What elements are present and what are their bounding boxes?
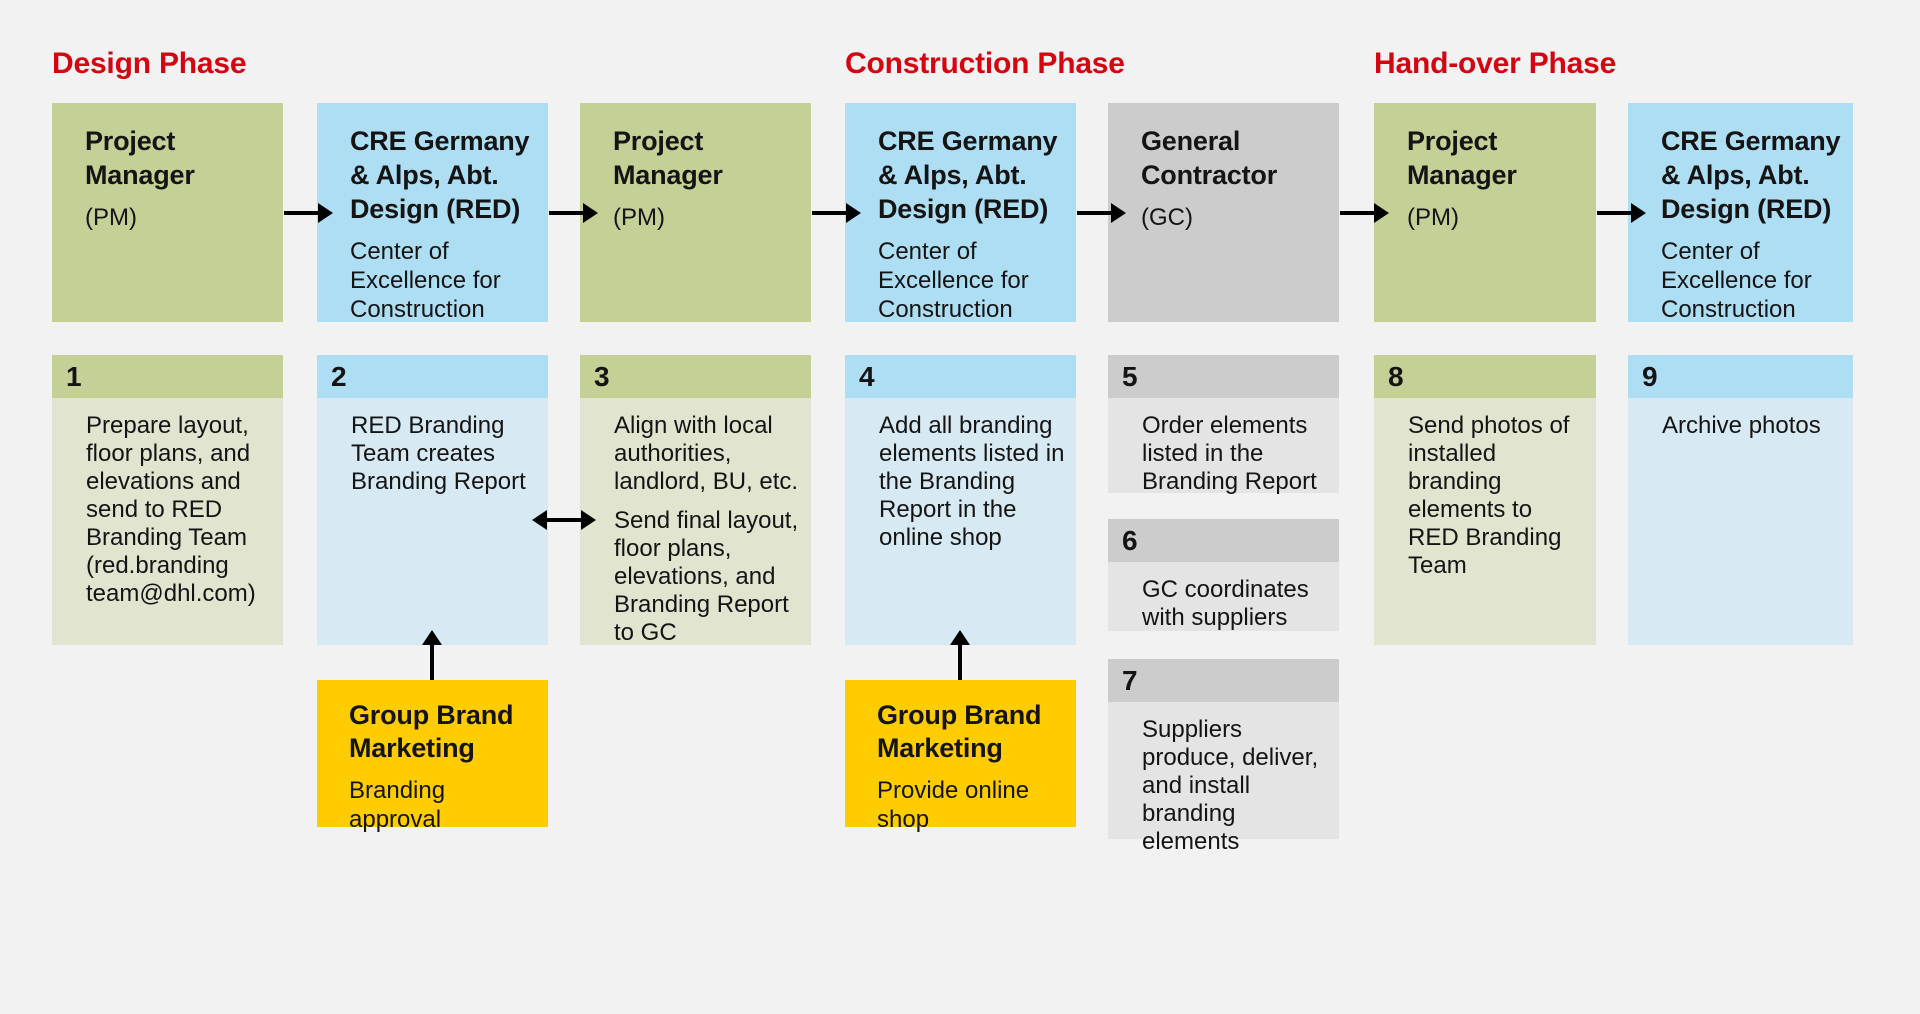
step-paragraph: Align with local authorities, landlord, … bbox=[614, 412, 799, 495]
marketing-subtitle: Branding approval bbox=[349, 777, 446, 833]
role-subtitle: Center of Excellence for Construction bbox=[1661, 238, 1812, 323]
step-box-7: 7 Suppliers produce, deliver, and instal… bbox=[1108, 659, 1339, 855]
role-box-cre-red-handover: CRE Germany & Alps, Abt. Design (RED) Ce… bbox=[1628, 103, 1853, 323]
double-arrow-vertical-icon bbox=[422, 630, 442, 695]
role-title: Project Manager bbox=[613, 126, 723, 190]
phase-title-construction: Construction Phase bbox=[845, 47, 1125, 80]
step-text: Order elements listed in the Branding Re… bbox=[1108, 398, 1339, 496]
role-box-cre-red-design: CRE Germany & Alps, Abt. Design (RED) Ce… bbox=[317, 103, 548, 323]
step-number: 1 bbox=[52, 355, 283, 398]
step-number: 7 bbox=[1108, 659, 1339, 702]
step-number-label: 5 bbox=[1122, 360, 1138, 392]
step-number-label: 4 bbox=[859, 360, 875, 392]
role-title: CRE Germany & Alps, Abt. Design (RED) bbox=[878, 126, 1058, 224]
step-text: Send photos of installed branding elemen… bbox=[1374, 398, 1596, 580]
arrow-right-icon bbox=[812, 203, 861, 223]
step-number-label: 3 bbox=[594, 360, 610, 392]
role-subtitle: (PM) bbox=[613, 204, 665, 231]
step-box-8: 8 Send photos of installed branding elem… bbox=[1374, 355, 1596, 645]
step-text: Add all branding elements listed in the … bbox=[845, 398, 1076, 552]
step-text: RED Branding Team creates Branding Repor… bbox=[317, 398, 548, 496]
step-number-label: 8 bbox=[1388, 360, 1404, 392]
arrow-right-icon bbox=[549, 203, 598, 223]
step-text: GC coordinates with suppliers bbox=[1108, 562, 1339, 632]
marketing-title: Group Brand Marketing bbox=[877, 700, 1042, 763]
step-number-label: 9 bbox=[1642, 360, 1658, 392]
step-number: 2 bbox=[317, 355, 548, 398]
step-paragraph: Add all branding elements listed in the … bbox=[879, 412, 1065, 551]
step-number-label: 1 bbox=[66, 360, 82, 392]
step-text: Archive photos bbox=[1628, 398, 1853, 440]
role-title: CRE Germany & Alps, Abt. Design (RED) bbox=[350, 126, 530, 224]
step-paragraph: Send final layout, floor plans, elevatio… bbox=[614, 507, 799, 646]
arrow-right-icon bbox=[1597, 203, 1646, 223]
role-box-project-manager-design: Project Manager (PM) bbox=[52, 103, 283, 322]
group-brand-marketing-box-design: Group Brand Marketing Branding approval bbox=[317, 680, 548, 833]
step-box-1: 1 Prepare layout, floor plans, and eleva… bbox=[52, 355, 283, 645]
step-text: Align with local authorities, landlord, … bbox=[580, 398, 811, 647]
role-subtitle: (PM) bbox=[85, 204, 137, 231]
role-box-project-manager-design-2: Project Manager (PM) bbox=[580, 103, 811, 322]
arrow-right-icon bbox=[1340, 203, 1389, 223]
step-number-label: 2 bbox=[331, 360, 347, 392]
role-title: General Contractor bbox=[1141, 126, 1278, 190]
step-number: 4 bbox=[845, 355, 1076, 398]
step-number-label: 6 bbox=[1122, 524, 1138, 556]
step-box-4: 4 Add all branding elements listed in th… bbox=[845, 355, 1076, 645]
step-box-5: 5 Order elements listed in the Branding … bbox=[1108, 355, 1339, 496]
role-title: Project Manager bbox=[1407, 126, 1517, 190]
step-paragraph: RED Branding Team creates Branding Repor… bbox=[351, 412, 526, 495]
role-box-cre-red-construction: CRE Germany & Alps, Abt. Design (RED) Ce… bbox=[845, 103, 1076, 323]
step-number-label: 7 bbox=[1122, 664, 1138, 696]
step-paragraph: Send photos of installed branding elemen… bbox=[1408, 412, 1570, 579]
step-paragraph: Archive photos bbox=[1662, 412, 1821, 439]
step-paragraph: Suppliers produce, deliver, and install … bbox=[1142, 716, 1319, 855]
step-number: 6 bbox=[1108, 519, 1339, 562]
group-brand-marketing-box-construction: Group Brand Marketing Provide online sho… bbox=[845, 680, 1076, 833]
step-box-6: 6 GC coordinates with suppliers bbox=[1108, 519, 1339, 631]
arrow-right-icon bbox=[1077, 203, 1126, 223]
step-text: Prepare layout, floor plans, and elevati… bbox=[52, 398, 283, 608]
step-box-3: 3 Align with local authorities, landlord… bbox=[580, 355, 811, 647]
step-paragraph: Order elements listed in the Branding Re… bbox=[1142, 412, 1317, 495]
role-subtitle: (PM) bbox=[1407, 204, 1459, 231]
role-subtitle: Center of Excellence for Construction bbox=[878, 238, 1029, 323]
step-number: 9 bbox=[1628, 355, 1853, 398]
role-title: Project Manager bbox=[85, 126, 195, 190]
step-number: 5 bbox=[1108, 355, 1339, 398]
marketing-title: Group Brand Marketing bbox=[349, 700, 514, 763]
step-box-9: 9 Archive photos bbox=[1628, 355, 1853, 645]
double-arrow-vertical-icon bbox=[950, 630, 970, 695]
step-box-2: 2 RED Branding Team creates Branding Rep… bbox=[317, 355, 548, 645]
role-title: CRE Germany & Alps, Abt. Design (RED) bbox=[1661, 126, 1841, 224]
step-number: 3 bbox=[580, 355, 811, 398]
step-number: 8 bbox=[1374, 355, 1596, 398]
role-box-project-manager-handover: Project Manager (PM) bbox=[1374, 103, 1596, 322]
step-text: Suppliers produce, deliver, and install … bbox=[1108, 702, 1339, 856]
marketing-subtitle: Provide online shop bbox=[877, 777, 1030, 833]
role-subtitle: Center of Excellence for Construction bbox=[350, 238, 501, 323]
arrow-right-icon bbox=[284, 203, 333, 223]
step-paragraph: GC coordinates with suppliers bbox=[1142, 576, 1309, 631]
double-arrow-horizontal-icon bbox=[532, 510, 596, 530]
phase-title-design: Design Phase bbox=[52, 47, 247, 80]
step-paragraph: Prepare layout, floor plans, and elevati… bbox=[86, 412, 256, 607]
phase-title-hand-over: Hand-over Phase bbox=[1374, 47, 1617, 80]
role-box-general-contractor: General Contractor (GC) bbox=[1108, 103, 1339, 322]
role-subtitle: (GC) bbox=[1141, 204, 1193, 231]
